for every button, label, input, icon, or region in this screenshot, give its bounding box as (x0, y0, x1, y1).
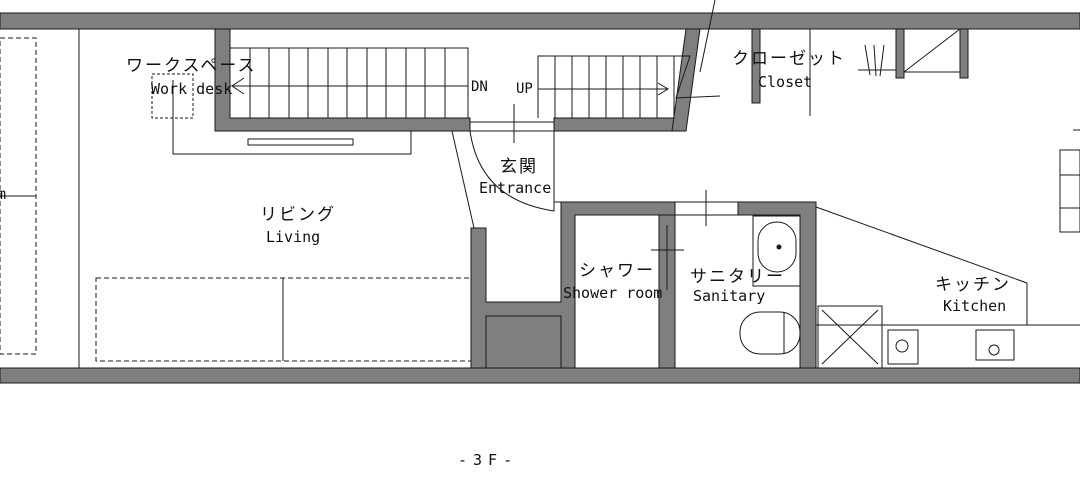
workspace-label-jp: ワークスペース (126, 56, 256, 76)
sanitary-label-jp: サニタリー (690, 267, 785, 287)
north-exterior-wall (0, 12, 1080, 30)
workspace-label-en: Work desk (151, 80, 232, 98)
living-label-jp: リビング (260, 205, 336, 225)
stair-down-label: DN (471, 79, 488, 95)
shower-label-en: Shower room (563, 284, 662, 302)
left-room-partial (0, 29, 80, 368)
sanitary-fixtures (651, 190, 801, 355)
living-label-en: Living (266, 228, 320, 246)
floor-level-label: -3F- (458, 451, 518, 469)
stair-up-label: UP (516, 81, 533, 97)
entrance-label-jp: 玄関 (500, 157, 538, 177)
kitchen-label-jp: キッチン (935, 275, 1011, 295)
south-exterior-wall (0, 367, 1080, 384)
closet-label-en: Closet (758, 73, 812, 91)
entrance-door (451, 104, 555, 229)
kitchen-fixtures (815, 129, 1080, 369)
shower-label-jp: シャワー (579, 261, 655, 281)
stair-down-flight (229, 47, 469, 119)
left-room-label-partial: m (0, 185, 6, 203)
stair-up-flight (537, 0, 721, 118)
closet-label-jp: クローゼット (732, 49, 846, 69)
kitchen-label-en: Kitchen (943, 297, 1006, 315)
staircase (214, 28, 761, 132)
entrance-label-en: Entrance (479, 179, 551, 197)
sanitary-label-en: Sanitary (693, 287, 765, 305)
living-sofa (95, 277, 472, 362)
work-desk (151, 73, 412, 155)
closet-fixtures (809, 28, 969, 116)
